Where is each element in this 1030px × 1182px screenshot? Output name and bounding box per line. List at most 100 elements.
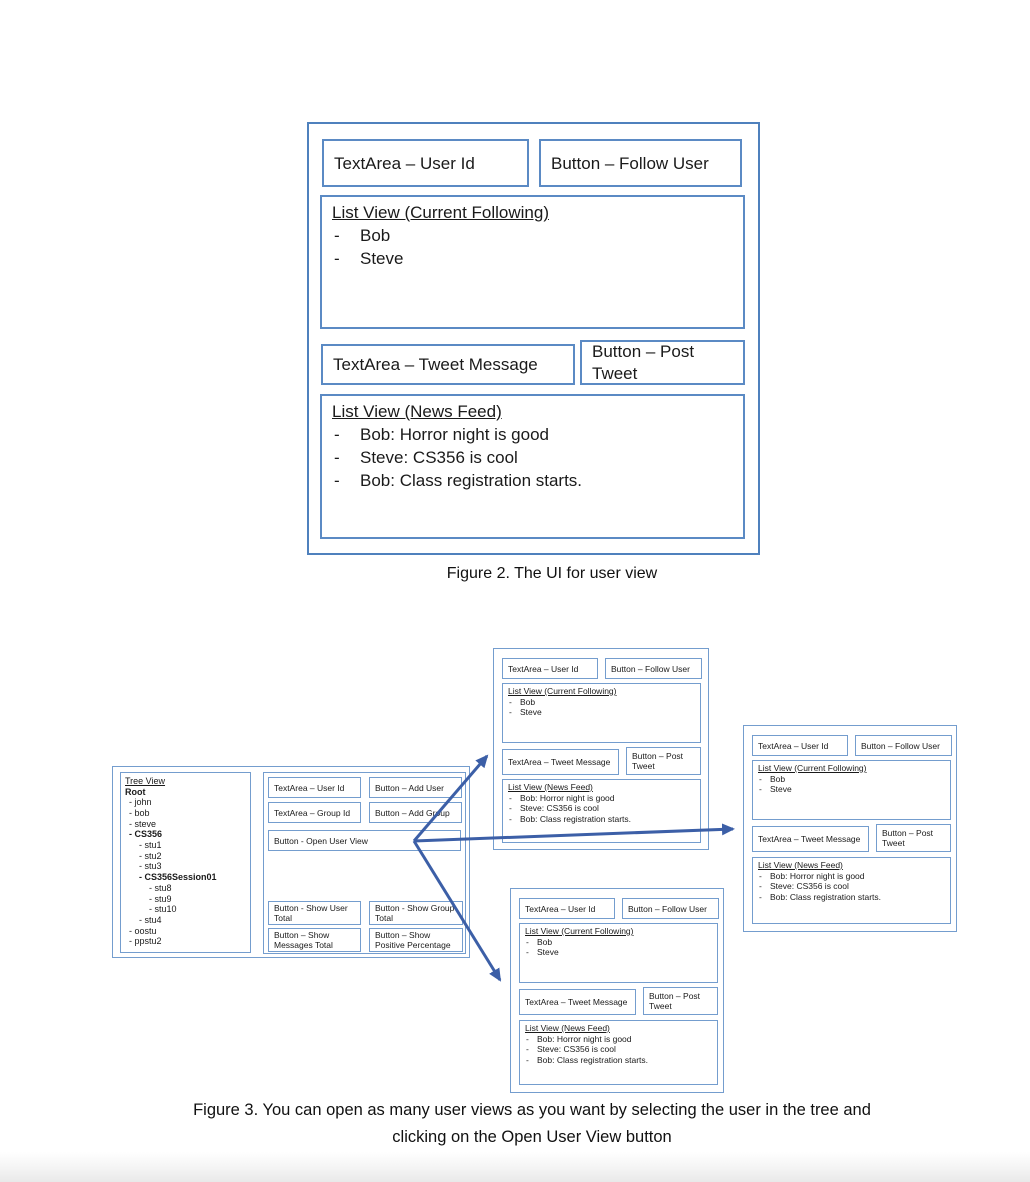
list-item-dash: - xyxy=(509,707,512,717)
list-item-text: Bob: Horror night is good xyxy=(360,425,549,444)
follow-user-button-box: Button – Follow User xyxy=(539,139,742,187)
list-item: -Bob xyxy=(525,937,712,948)
list-item: -Steve xyxy=(758,784,945,795)
page-bottom-edge xyxy=(0,1152,1030,1182)
list-item: -Bob: Class registration starts. xyxy=(508,814,695,825)
list-item-dash: - xyxy=(759,870,762,881)
list-item-dash: - xyxy=(509,792,512,803)
admin-widget-panel xyxy=(263,772,466,954)
list-item: -Steve xyxy=(508,707,695,718)
tree-node: - stu4 xyxy=(139,914,162,925)
list-item-dash: - xyxy=(759,881,762,891)
list-item-text: Steve xyxy=(360,249,404,268)
user-view-window-top: TextArea – User Id Button – Follow User … xyxy=(493,648,709,850)
tweet-message-textarea-box: TextArea – Tweet Message xyxy=(752,826,869,852)
list-item-dash: - xyxy=(759,891,762,902)
current-following-list-box: List View (Current Following) -Bob-Steve xyxy=(502,683,701,743)
tweet-message-textarea-box: TextArea – Tweet Message xyxy=(519,989,636,1015)
list-item: -Bob xyxy=(508,697,695,708)
tweet-message-textarea-box: TextArea – Tweet Message xyxy=(502,749,619,775)
current-following-list-box: List View (Current Following) -Bob - Steve xyxy=(320,195,745,329)
user-view-window-right: TextArea – User Id Button – Follow User … xyxy=(743,725,957,932)
figure3-caption-line1: Figure 3. You can open as many user view… xyxy=(193,1101,871,1119)
list-item-dash: - xyxy=(526,936,529,947)
tree-node: - ppstu2 xyxy=(129,936,162,947)
news-feed-list-box: List View (News Feed) -Bob: Horror night… xyxy=(320,394,745,539)
group-id-textarea-box: TextArea – Group Id xyxy=(268,802,361,823)
figure2-caption: Figure 2. The UI for user view xyxy=(446,565,658,582)
list-item-dash: - xyxy=(759,773,762,784)
list-item-text: Bob: Horror night is good xyxy=(520,792,615,803)
list-item: - Steve xyxy=(332,247,733,270)
list-item-text: Steve: CS356 is cool xyxy=(360,448,518,467)
current-following-items: -Bob-Steve xyxy=(525,937,712,958)
list-item: -Bob xyxy=(332,224,733,247)
current-following-list-box: List View (Current Following) -Bob-Steve xyxy=(752,760,951,820)
news-feed-items: -Bob: Horror night is good-Steve: CS356 … xyxy=(525,1034,712,1066)
follow-user-button-box: Button – Follow User xyxy=(855,735,952,756)
list-item: -Bob: Class registration starts. xyxy=(525,1055,712,1066)
list-item-text: Bob xyxy=(360,226,391,245)
current-following-title: List View (Current Following) xyxy=(758,763,867,773)
current-following-items: -Bob-Steve xyxy=(508,697,695,718)
list-item: -Bob: Horror night is good xyxy=(508,793,695,804)
show-messages-total-button-box: Button – Show Messages Total xyxy=(268,928,361,952)
list-item: -Steve: CS356 is cool xyxy=(508,803,695,814)
post-tweet-button-box: Button – Post Tweet xyxy=(626,747,701,775)
list-item-text: Steve xyxy=(537,947,559,957)
news-feed-items: -Bob: Horror night is good-Steve: CS356 … xyxy=(758,871,945,903)
list-item-text: Bob xyxy=(537,936,553,947)
add-user-button-box: Button – Add User xyxy=(369,777,462,798)
show-positive-percentage-button-box: Button – Show Positive Percentage xyxy=(369,928,463,952)
list-item: -Bob: Class registration starts. xyxy=(758,892,945,903)
admin-window: Tree View Root- john- bob- steve- CS356-… xyxy=(112,766,470,958)
tweet-message-textarea-box: TextArea – Tweet Message xyxy=(321,344,575,385)
tree-node: Root xyxy=(125,786,146,797)
list-item: -Bob: Horror night is good xyxy=(758,871,945,882)
list-item-text: Steve: CS356 is cool xyxy=(537,1044,616,1054)
tree-nodes: Root- john- bob- steve- CS356- stu1- stu… xyxy=(125,787,250,948)
list-item-dash: - xyxy=(334,249,340,268)
user-view-window-bottom: TextArea – User Id Button – Follow User … xyxy=(510,888,724,1093)
tree-node: - stu10 xyxy=(149,904,177,915)
list-item-dash: - xyxy=(526,1044,529,1054)
tree-node: - john xyxy=(129,797,152,808)
news-feed-list-box: List View (News Feed) -Bob: Horror night… xyxy=(519,1020,718,1085)
post-tweet-button-box: Button – Post Tweet xyxy=(876,824,951,852)
user-id-textarea-box: TextArea – User Id xyxy=(752,735,848,756)
news-feed-title: List View (News Feed) xyxy=(508,782,593,792)
tree-view-box: Tree View Root- john- bob- steve- CS356-… xyxy=(120,772,251,953)
tree-node: - stu8 xyxy=(149,882,172,893)
news-feed-title: List View (News Feed) xyxy=(525,1023,610,1033)
list-item-dash: - xyxy=(526,947,529,957)
list-item-dash: - xyxy=(509,696,512,707)
show-group-total-button-box: Button - Show Group Total xyxy=(369,901,463,925)
news-feed-title: List View (News Feed) xyxy=(332,402,502,421)
list-item-dash: - xyxy=(334,471,340,490)
list-item: -Steve xyxy=(525,947,712,958)
list-item: -Bob: Class registration starts. xyxy=(332,469,733,492)
list-item-dash: - xyxy=(526,1033,529,1044)
user-id-textarea-box: TextArea – User Id xyxy=(502,658,598,679)
list-item-text: Bob xyxy=(520,696,536,707)
current-following-title: List View (Current Following) xyxy=(525,926,634,936)
list-item-text: Steve xyxy=(520,707,542,717)
list-item-dash: - xyxy=(759,784,762,794)
list-item-text: Bob: Horror night is good xyxy=(770,870,865,881)
figure2-user-view-window: TextArea – User Id Button – Follow User … xyxy=(307,122,760,555)
list-item: -Bob: Horror night is good xyxy=(332,423,733,446)
list-item: -Steve: CS356 is cool xyxy=(332,446,733,469)
list-item: -Steve: CS356 is cool xyxy=(525,1044,712,1055)
tree-node: - stu9 xyxy=(149,893,172,904)
tree-node: - stu3 xyxy=(139,861,162,872)
tree-node: - bob xyxy=(129,807,150,818)
follow-user-button-box: Button – Follow User xyxy=(622,898,719,919)
list-item-text: Bob: Class registration starts. xyxy=(520,813,632,824)
list-item-text: Steve: CS356 is cool xyxy=(770,881,849,891)
list-item-text: Bob: Horror night is good xyxy=(537,1033,632,1044)
tree-node: - steve xyxy=(129,818,157,829)
current-following-title: List View (Current Following) xyxy=(332,203,549,222)
list-item-dash: - xyxy=(509,813,512,824)
list-item-text: Bob xyxy=(770,773,786,784)
news-feed-list-box: List View (News Feed) -Bob: Horror night… xyxy=(502,779,701,843)
